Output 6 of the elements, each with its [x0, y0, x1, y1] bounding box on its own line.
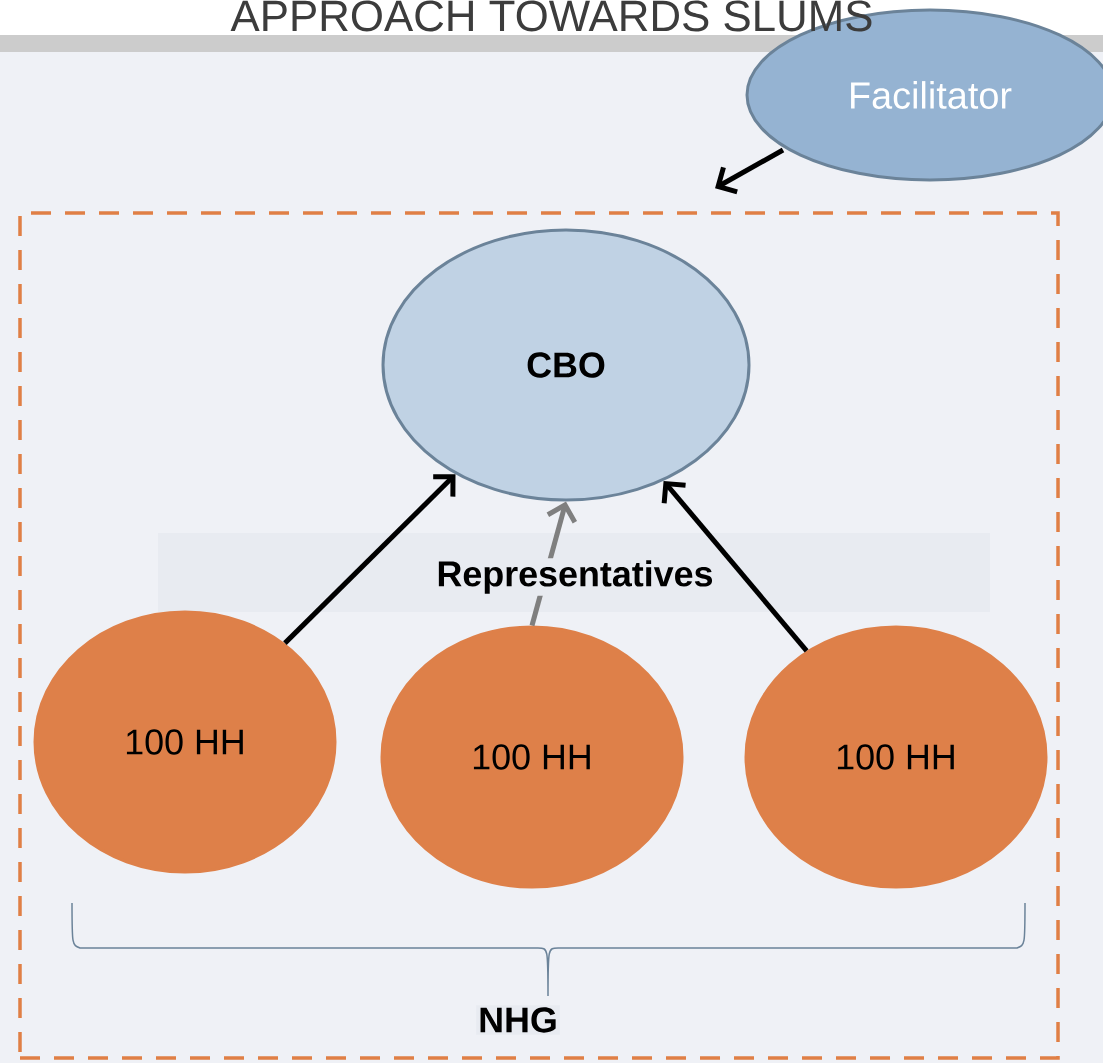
- arrow: [715, 147, 785, 195]
- representatives-label: Representatives: [434, 558, 716, 596]
- arrow: [283, 474, 456, 645]
- dashed-boundary: [18, 211, 1060, 1060]
- arrow: [661, 480, 809, 653]
- group-label: NHG: [476, 1005, 560, 1035]
